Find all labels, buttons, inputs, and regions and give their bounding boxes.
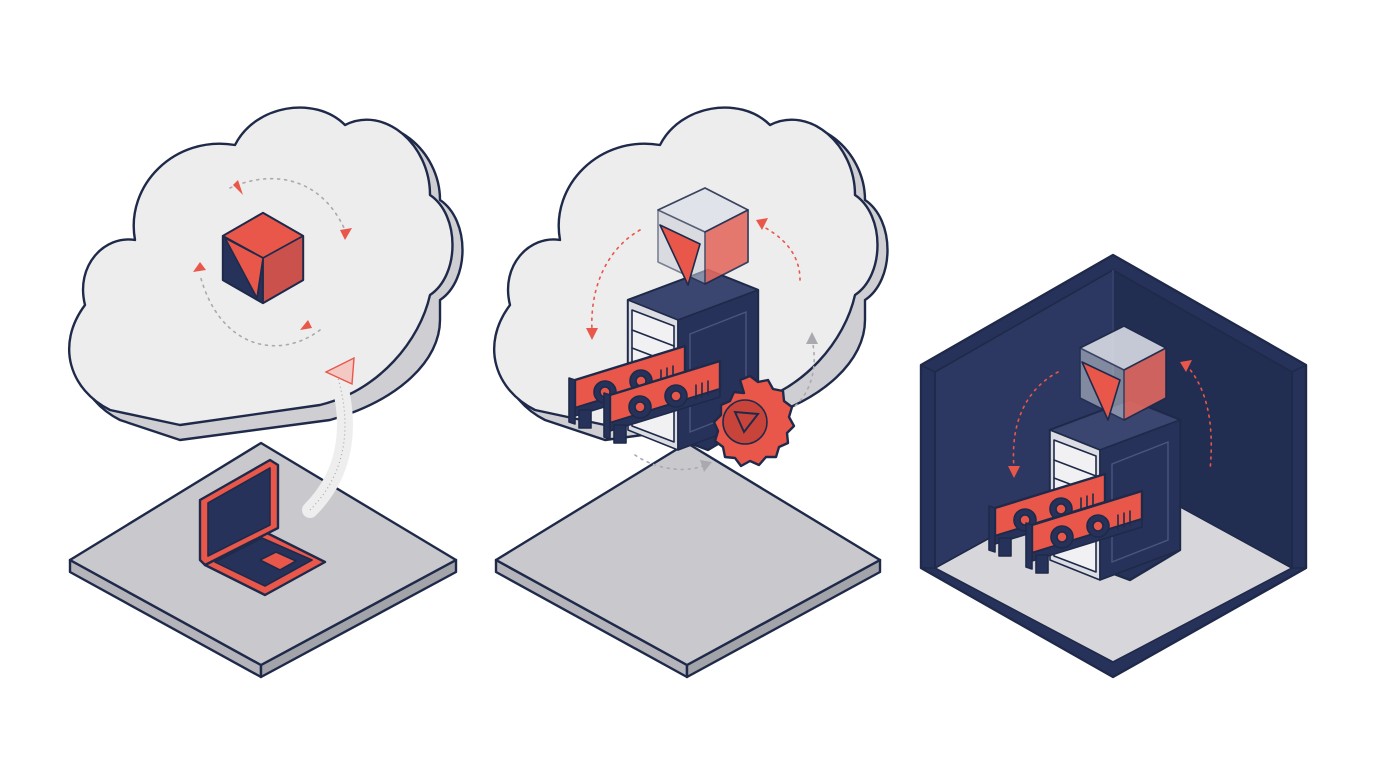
sync-cycle-icon bbox=[1008, 360, 1213, 478]
sync-cycle-icon bbox=[193, 177, 352, 347]
platform-base bbox=[494, 441, 882, 679]
laptop-icon bbox=[198, 458, 327, 597]
sync-cycle-icon bbox=[586, 218, 818, 472]
model-cube-icon bbox=[657, 187, 749, 286]
upload-arrow-icon bbox=[302, 356, 355, 518]
panel-cloud-with-gpu-server bbox=[493, 106, 889, 679]
panel-on-premise-room-with-gpu-server bbox=[919, 253, 1308, 679]
model-cube-icon bbox=[1079, 325, 1167, 421]
panel-cloud-with-local-laptop bbox=[68, 106, 464, 679]
certificate-seal-icon bbox=[712, 374, 796, 468]
